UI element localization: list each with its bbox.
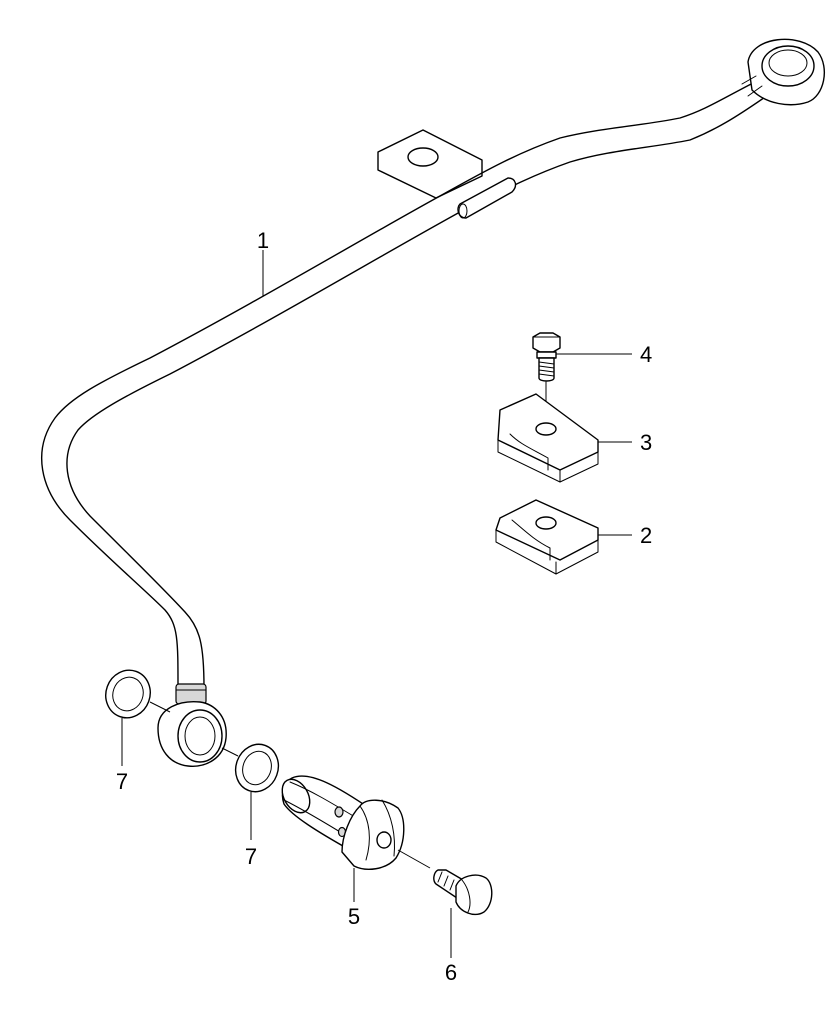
callout-7-right: 7	[245, 844, 257, 869]
pipe-tube-inner	[66, 94, 769, 689]
pipe-tube-outer	[41, 81, 756, 689]
callout-3: 3	[640, 430, 652, 455]
washer-left-part	[105, 669, 151, 719]
callout-1: 1	[257, 228, 269, 253]
pipe-collar	[175, 683, 207, 705]
callout-6: 6	[445, 960, 457, 985]
callout-2: 2	[640, 523, 652, 548]
pipe-part	[41, 38, 825, 767]
bleed-screw-part	[433, 869, 493, 916]
clamp-bolt-part	[532, 332, 561, 421]
callout-4: 4	[640, 342, 652, 367]
pipe-bracket-hole	[407, 147, 439, 167]
clamp-lower-part	[495, 499, 599, 575]
banjo-bolt-part	[281, 775, 405, 870]
clamp-upper-part	[497, 393, 599, 483]
washer-right-part	[234, 743, 280, 793]
callout-7-left: 7	[116, 769, 128, 794]
callout-5: 5	[348, 904, 360, 929]
pipe-sleeve	[457, 177, 517, 219]
